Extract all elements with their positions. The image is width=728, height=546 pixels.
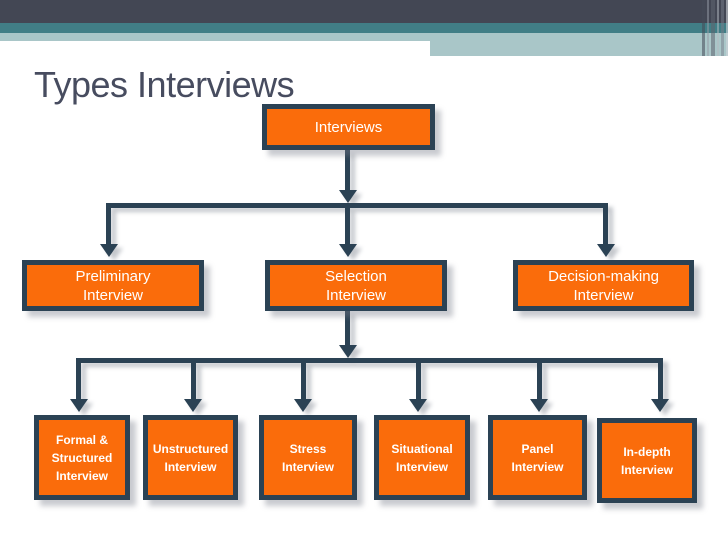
arrowhead-down bbox=[596, 244, 615, 257]
arrowhead-down bbox=[651, 399, 669, 412]
node-preliminary-interview: Preliminary Interview bbox=[22, 260, 204, 311]
arrowhead-down bbox=[184, 399, 202, 412]
arrowhead-down bbox=[338, 190, 357, 203]
line-segment bbox=[300, 363, 306, 399]
node-interviews: Interviews bbox=[262, 104, 435, 150]
page-title: Types Interviews bbox=[34, 64, 295, 105]
line-segment bbox=[657, 358, 663, 399]
node-label: In-depth Interview bbox=[620, 444, 674, 477]
node-label: Panel Interview bbox=[511, 441, 564, 474]
edge-stripe bbox=[711, 0, 715, 56]
line-segment bbox=[345, 208, 350, 244]
arrowhead-down bbox=[338, 244, 357, 257]
line-segment bbox=[345, 150, 350, 191]
edge-stripe bbox=[717, 0, 719, 56]
node-formal-structured-interview: Formal & Structured Interview bbox=[34, 415, 130, 500]
node-label: Stress Interview bbox=[281, 441, 335, 474]
arrowhead-down bbox=[338, 345, 357, 358]
arrowhead-down bbox=[294, 399, 312, 412]
line-segment bbox=[536, 363, 542, 399]
line-segment bbox=[190, 363, 196, 399]
node-label: Selection Interview bbox=[325, 267, 387, 304]
node-decision-making-interview: Decision-making Interview bbox=[513, 260, 694, 311]
edge-stripe bbox=[702, 0, 705, 56]
node-selection-interview: Selection Interview bbox=[265, 260, 447, 311]
node-label: Interviews bbox=[314, 118, 383, 136]
arrowhead-down bbox=[409, 399, 427, 412]
header-bar-teal bbox=[0, 23, 728, 33]
edge-stripe bbox=[726, 0, 728, 56]
arrowhead-down bbox=[530, 399, 548, 412]
edge-stripe bbox=[721, 0, 724, 56]
header-bar-light bbox=[0, 33, 728, 41]
node-unstructured-interview: Unstructured Interview bbox=[143, 415, 238, 500]
line-segment bbox=[603, 203, 608, 244]
line-segment bbox=[76, 358, 663, 363]
node-stress-interview: Stress Interview bbox=[259, 415, 357, 500]
node-in-depth-interview: In-depth Interview bbox=[597, 418, 697, 503]
node-label: Unstructured Interview bbox=[152, 441, 229, 474]
node-panel-interview: Panel Interview bbox=[488, 415, 587, 500]
node-label: Decision-making Interview bbox=[548, 267, 659, 304]
node-label: Situational Interview bbox=[391, 441, 453, 474]
arrowhead-down bbox=[69, 399, 88, 412]
line-segment bbox=[106, 203, 608, 208]
node-situational-interview: Situational Interview bbox=[374, 415, 470, 500]
line-segment bbox=[106, 203, 111, 244]
edge-stripe bbox=[707, 0, 709, 56]
line-segment bbox=[415, 363, 421, 399]
line-segment bbox=[345, 311, 350, 345]
header-bar-light-right-block bbox=[430, 41, 728, 56]
page-edge-stripes bbox=[702, 0, 728, 56]
header-bar-dark bbox=[0, 0, 728, 23]
line-segment bbox=[76, 358, 81, 399]
node-label: Preliminary Interview bbox=[75, 267, 151, 304]
node-label: Formal & Structured Interview bbox=[51, 432, 113, 483]
arrowhead-down bbox=[99, 244, 118, 257]
